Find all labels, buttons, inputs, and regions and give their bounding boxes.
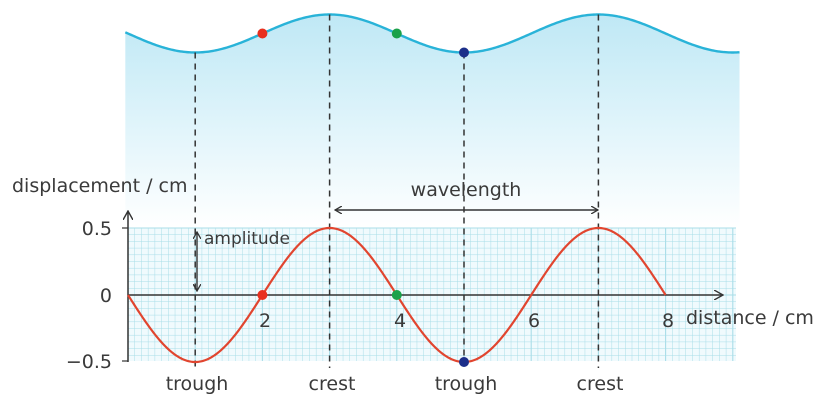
position-label-crest: crest — [309, 373, 356, 395]
x-tick-label: 4 — [394, 310, 406, 332]
amplitude-label: amplitude — [204, 229, 290, 249]
y-tick-label-top: 0.5 — [82, 218, 112, 240]
x-tick-label: 2 — [259, 310, 271, 332]
water-point-blue — [459, 47, 469, 58]
water-point-red — [257, 28, 268, 39]
y-tick-label-zero: 0 — [100, 285, 112, 307]
x-axis-label: distance / cm — [686, 307, 814, 329]
x-tick-label: 8 — [662, 310, 674, 332]
graph-point-blue — [459, 357, 469, 367]
y-axis-label: displacement / cm — [12, 175, 187, 197]
position-label-crest: crest — [577, 373, 624, 395]
position-label-trough: trough — [435, 373, 498, 395]
x-tick-label: 6 — [528, 310, 540, 332]
position-label-trough: trough — [166, 373, 229, 395]
y-tick-label-bottom: −0.5 — [66, 351, 112, 373]
water-surface-line — [124, 13, 740, 54]
wavelength-label: wavelength — [411, 179, 522, 201]
water-point-green — [391, 28, 402, 39]
marked-points — [257, 28, 469, 367]
graph-point-green — [391, 290, 402, 300]
graph-point-red — [257, 290, 268, 300]
water-body — [125, 14, 740, 228]
